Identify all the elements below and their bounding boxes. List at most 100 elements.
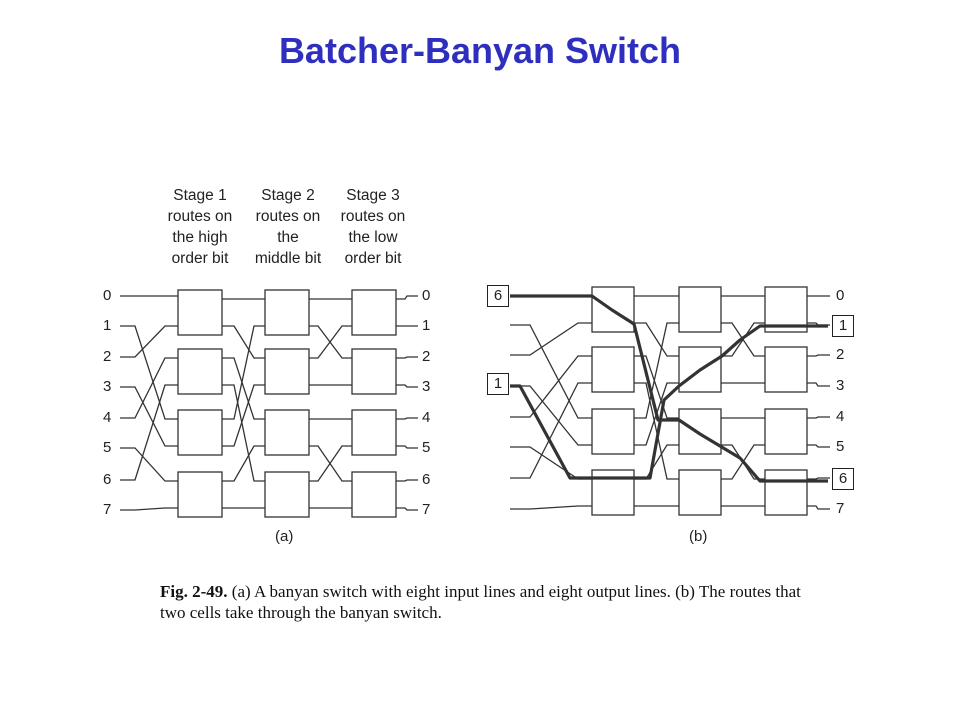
switch-a-s1-b1 <box>177 289 223 336</box>
wire-a-s12-4 <box>222 325 265 420</box>
stage-3-line-3: the low <box>348 229 398 246</box>
subfigure-b-label: (b) <box>689 528 708 545</box>
wire-a-s12-2 <box>222 357 265 420</box>
output-a-label-0: 0 <box>422 287 431 304</box>
output-a-label-4: 4 <box>422 409 431 426</box>
wire-b-out-3 <box>807 382 830 387</box>
wire-a-s12-1 <box>222 325 265 359</box>
wire-b-s12-4 <box>634 322 679 419</box>
diagram-a-switches <box>177 289 397 518</box>
stage-1-line-1: Stage 1 <box>173 187 227 204</box>
wire-b-out-6 <box>807 477 830 480</box>
switch-a-s1-b2 <box>177 348 223 395</box>
input-a-label-6: 6 <box>103 471 112 488</box>
switch-b-s3-b3 <box>764 408 808 455</box>
switch-a-s2-b2 <box>264 348 310 395</box>
switch-b-s2-b1 <box>678 286 722 333</box>
switch-a-s3-b2 <box>351 348 397 395</box>
output-a-label-2: 2 <box>422 348 431 365</box>
output-b-label-7: 7 <box>836 500 845 517</box>
output-a-label-1: 1 <box>422 317 431 334</box>
diagram-b-switches <box>591 286 808 516</box>
wire-b-out-2 <box>807 354 830 357</box>
figure-caption: Fig. 2-49. (a) A banyan switch with eigh… <box>160 581 820 623</box>
output-a-label-7: 7 <box>422 501 431 518</box>
cell-1-input-label: 1 <box>487 373 509 395</box>
wire-b-out-5 <box>807 444 830 448</box>
stage-3-line-2: routes on <box>340 208 406 225</box>
diagram-b-cell-routes <box>510 294 828 483</box>
wire-b-s12-3 <box>634 382 679 480</box>
output-b-label-6: 6 <box>832 468 854 490</box>
output-b-label-3: 3 <box>836 377 845 394</box>
diagram-b-wires <box>510 295 830 510</box>
wire-a-out-7 <box>396 507 418 511</box>
output-b-label-5: 5 <box>836 438 845 455</box>
switch-a-s1-b4 <box>177 471 223 518</box>
wire-b-in-6 <box>510 382 592 479</box>
switch-a-s2-b4 <box>264 471 310 518</box>
output-b-label-2: 2 <box>836 346 845 363</box>
switch-a-s1-b3 <box>177 409 223 456</box>
input-a-label-2: 2 <box>103 348 112 365</box>
wire-a-in-6 <box>120 384 178 481</box>
wire-a-in-4 <box>120 357 178 419</box>
stage-1-line-2: routes on <box>167 208 233 225</box>
wire-a-in-7 <box>120 507 178 511</box>
stage-1-line-4: order bit <box>171 250 229 267</box>
wire-a-s12-5 <box>222 384 265 447</box>
switch-a-s3-b4 <box>351 471 397 518</box>
wire-a-out-0 <box>396 295 418 300</box>
stage-3-label: Stage 3 routes on the low order bit <box>328 185 418 269</box>
switch-b-s3-b4 <box>764 469 808 516</box>
wire-a-in-3 <box>120 386 178 447</box>
wire-a-s23-2 <box>309 325 352 359</box>
wire-a-in-5 <box>120 447 178 482</box>
switch-b-s2-b3 <box>678 408 722 455</box>
wire-b-in-1 <box>510 324 592 419</box>
switch-b-s1-b3 <box>591 408 635 455</box>
wire-a-s12-3 <box>222 384 265 482</box>
subfigure-a-label: (a) <box>275 528 294 545</box>
route-cell-6 <box>510 294 828 483</box>
input-a-label-0: 0 <box>103 287 112 304</box>
wire-b-in-4 <box>510 355 592 418</box>
wire-b-in-7 <box>510 505 592 510</box>
switch-a-s3-b3 <box>351 409 397 456</box>
output-b-label-4: 4 <box>836 408 845 425</box>
input-a-label-3: 3 <box>103 378 112 395</box>
stage-2-line-1: Stage 2 <box>261 187 315 204</box>
output-a-label-3: 3 <box>422 378 431 395</box>
output-b-label-0: 0 <box>836 287 845 304</box>
input-a-label-7: 7 <box>103 501 112 518</box>
wire-a-out-3 <box>396 384 418 388</box>
wire-a-in-2 <box>120 325 178 358</box>
wire-b-out-7 <box>807 505 830 510</box>
caption-fig-number: Fig. 2-49. <box>160 582 228 601</box>
wire-a-in-1 <box>120 325 178 420</box>
output-b-label-1: 1 <box>832 315 854 337</box>
wire-a-out-2 <box>396 356 418 359</box>
wire-b-in-5 <box>510 446 592 480</box>
cell-6-input-label: 6 <box>487 285 509 307</box>
stage-1-line-3: the high <box>172 229 228 246</box>
stage-2-line-4: middle bit <box>254 250 322 267</box>
wire-a-out-5 <box>396 445 418 449</box>
wire-a-out-6 <box>396 479 418 482</box>
switch-a-s2-b1 <box>264 289 310 336</box>
wire-a-s23-6 <box>309 445 352 482</box>
output-a-label-6: 6 <box>422 471 431 488</box>
wire-a-s12-6 <box>222 445 265 482</box>
input-a-label-1: 1 <box>103 317 112 334</box>
caption-text: (a) A banyan switch with eight input lin… <box>160 582 801 622</box>
stage-2-label: Stage 2 routes on the middle bit <box>243 185 333 269</box>
switch-b-s1-b2 <box>591 346 635 393</box>
wire-b-s12-1 <box>634 322 679 357</box>
wire-b-out-4 <box>807 416 830 419</box>
wire-b-s12-2 <box>634 355 679 419</box>
wire-b-in-2 <box>510 322 592 356</box>
wire-a-out-4 <box>396 417 418 420</box>
switch-a-s2-b3 <box>264 409 310 456</box>
stage-3-line-4: order bit <box>344 250 402 267</box>
